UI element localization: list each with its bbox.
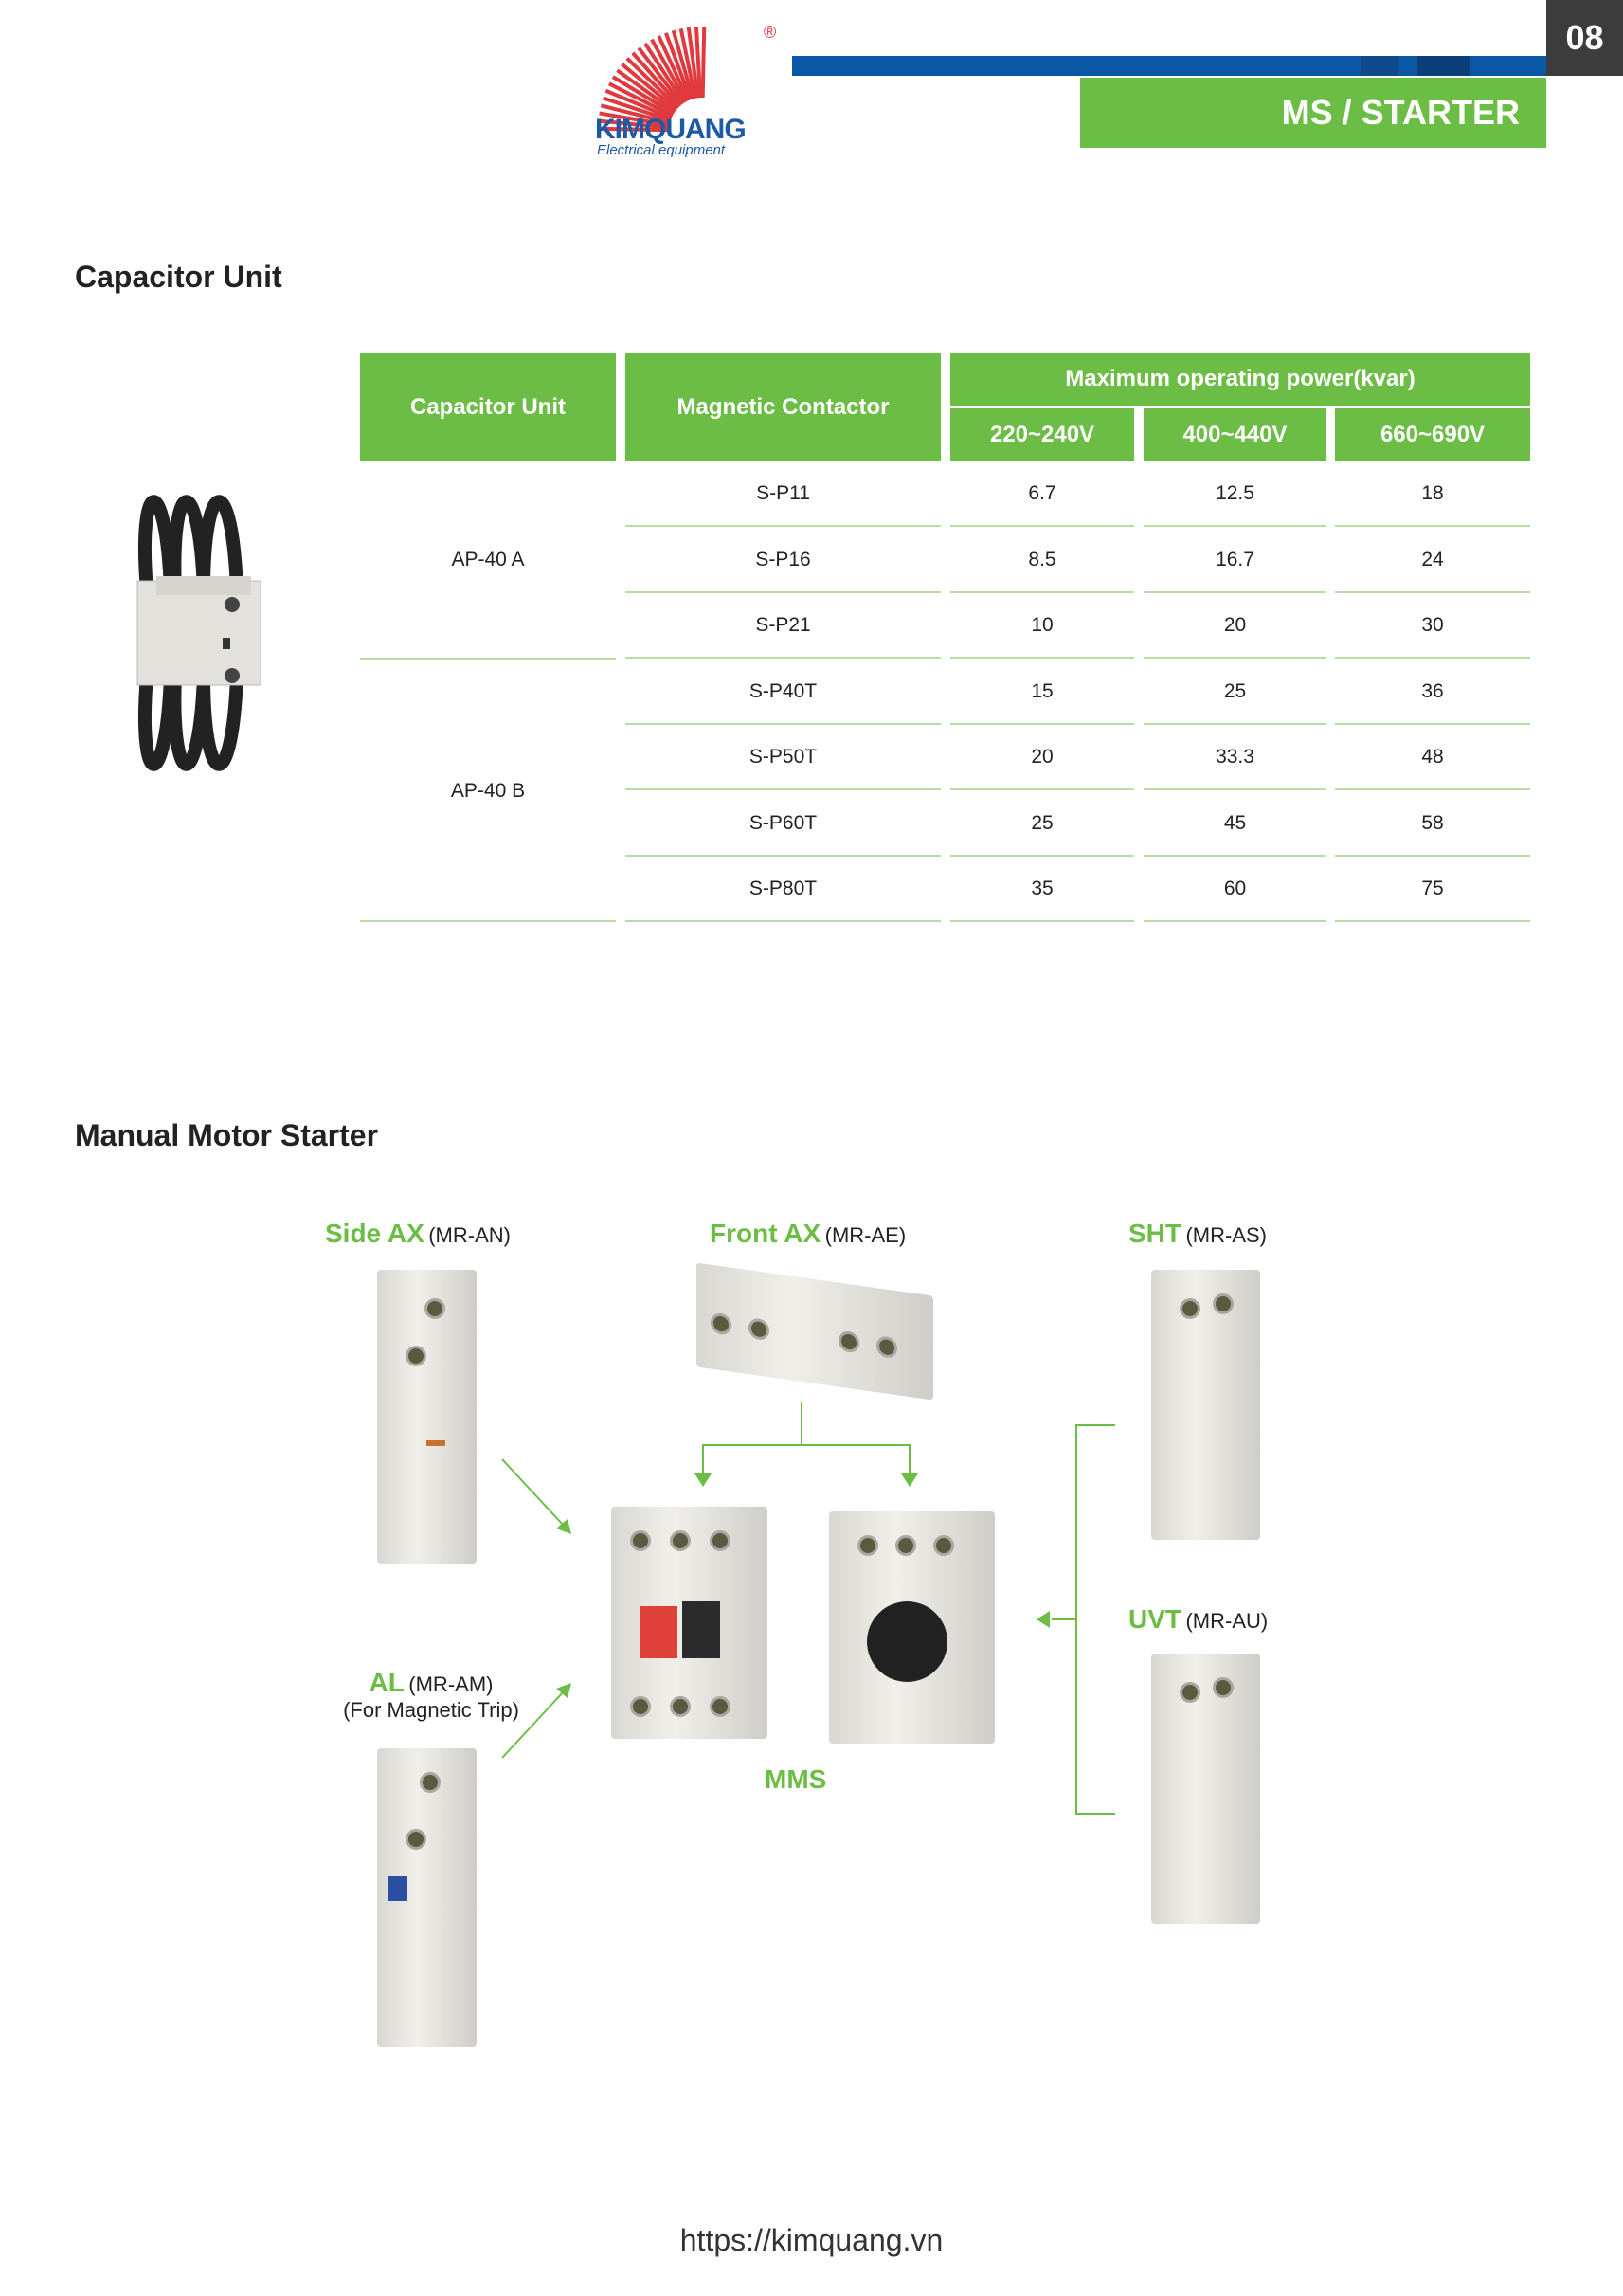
table-cell-contactor: S-P21	[755, 614, 811, 636]
table-cell-v2: 16.7	[1216, 548, 1254, 570]
table-cell-contactor: S-P80T	[748, 877, 818, 899]
sht-label: SHT (MR-AS)	[1128, 1219, 1267, 1248]
uvt-image	[1151, 1654, 1260, 1924]
table-cell-v1: 10	[1031, 614, 1054, 636]
row-divider	[1144, 657, 1326, 659]
table-cell-v2: 33.3	[1216, 746, 1254, 768]
section-title: MS / STARTER	[1080, 78, 1546, 148]
row-divider	[1144, 590, 1326, 593]
row-divider	[950, 657, 1134, 659]
th-400-440v: 400~440V	[1144, 408, 1326, 461]
row-divider	[950, 590, 1134, 593]
al-image	[377, 1748, 477, 2047]
mms-heading: Manual Motor Starter	[75, 1118, 379, 1152]
mms-pushbutton-image	[611, 1507, 767, 1739]
table-cell-contactor: S-P11	[756, 482, 810, 504]
mms-rotary-image	[829, 1511, 995, 1744]
arrow-down-icon	[694, 1473, 712, 1495]
header-bar	[792, 56, 1546, 76]
row-divider	[1144, 722, 1326, 725]
table-cell-v1: 6.7	[1028, 482, 1056, 504]
page-number: 08	[1546, 0, 1623, 76]
table-cell-v3: 24	[1421, 548, 1444, 570]
table-cell-v2: 60	[1223, 877, 1247, 899]
row-divider	[1335, 525, 1530, 527]
table-cell-v3: 36	[1421, 679, 1444, 702]
arrow-diagonal-icon	[501, 1458, 571, 1759]
logo-tagline: Electrical equipment	[597, 142, 726, 158]
logo-sunburst-icon	[597, 26, 707, 133]
th-magnetic-contactor: Magnetic Contactor	[625, 353, 941, 461]
row-divider	[1335, 920, 1530, 922]
th-660-690v: 660~690V	[1335, 408, 1530, 461]
logo-registered: ®	[764, 23, 777, 42]
table-cell-v3: 18	[1421, 482, 1444, 504]
table-cell-v1: 15	[1031, 679, 1054, 702]
table-cell-v3: 48	[1421, 746, 1444, 768]
row-divider	[1144, 525, 1326, 527]
table-cell-v2: 45	[1223, 811, 1247, 834]
row-divider	[950, 788, 1134, 790]
group-unit: AP-40 B	[450, 780, 526, 802]
row-divider	[625, 788, 941, 790]
sht-image	[1151, 1270, 1260, 1540]
arrow-left-icon	[1037, 1611, 1050, 1628]
logo-brand: KIMQUANG	[595, 114, 747, 145]
row-divider	[625, 525, 941, 527]
table-cell-v2: 12.5	[1216, 482, 1254, 504]
table-cell-v1: 20	[1031, 746, 1054, 768]
row-divider	[1335, 722, 1530, 725]
capacitor-unit-image	[81, 439, 293, 827]
al-label: AL (MR-AM)(For Magnetic Trip)	[343, 1668, 519, 1722]
mms-label: MMS	[765, 1764, 827, 1794]
th-220-240v: 220~240V	[950, 408, 1134, 461]
front-ax-label: Front AX (MR-AE)	[710, 1219, 907, 1248]
table-cell-v3: 30	[1421, 614, 1444, 636]
row-divider	[625, 920, 941, 922]
logo: ® KIMQUANG Electrical equipment	[593, 19, 798, 161]
table-cell-v1: 8.5	[1028, 548, 1056, 570]
row-divider	[1144, 788, 1326, 790]
table-cell-contactor: S-P16	[755, 548, 811, 570]
row-divider	[950, 854, 1134, 857]
row-divider	[625, 590, 941, 593]
row-divider	[1335, 854, 1530, 857]
footer-url[interactable]: https://kimquang.vn	[679, 2223, 944, 2257]
row-divider	[950, 722, 1134, 725]
table-cell-v1: 25	[1031, 811, 1054, 834]
table-cell-contactor: S-P50T	[748, 746, 818, 768]
table-cell-v2: 25	[1223, 679, 1247, 702]
row-divider	[950, 525, 1134, 527]
table-cell-v3: 75	[1421, 877, 1444, 899]
table-cell-v3: 58	[1421, 811, 1444, 834]
table-cell-contactor: S-P60T	[748, 811, 818, 834]
row-divider	[1335, 590, 1530, 593]
row-divider	[1144, 854, 1326, 857]
th-max-power: Maximum operating power(kvar)	[950, 353, 1530, 406]
row-divider	[625, 854, 941, 857]
arrow-down-icon	[901, 1473, 918, 1495]
group-unit: AP-40 A	[451, 549, 525, 570]
row-divider	[625, 657, 941, 659]
row-divider	[950, 920, 1134, 922]
table-cell-contactor: S-P40T	[748, 679, 818, 702]
table-cell-v1: 35	[1031, 877, 1054, 899]
side-ax-label: Side AX (MR-AN)	[325, 1219, 511, 1248]
capacitor-heading: Capacitor Unit	[75, 260, 282, 294]
row-divider	[1335, 788, 1530, 790]
row-divider	[625, 722, 941, 725]
row-divider	[1335, 657, 1530, 659]
th-capacitor-unit: Capacitor Unit	[360, 353, 616, 461]
table-cell-v2: 20	[1223, 614, 1247, 636]
uvt-label: UVT (MR-AU)	[1128, 1604, 1269, 1634]
row-divider	[1144, 920, 1326, 922]
front-ax-image	[696, 1262, 933, 1401]
side-ax-image	[377, 1270, 477, 1564]
